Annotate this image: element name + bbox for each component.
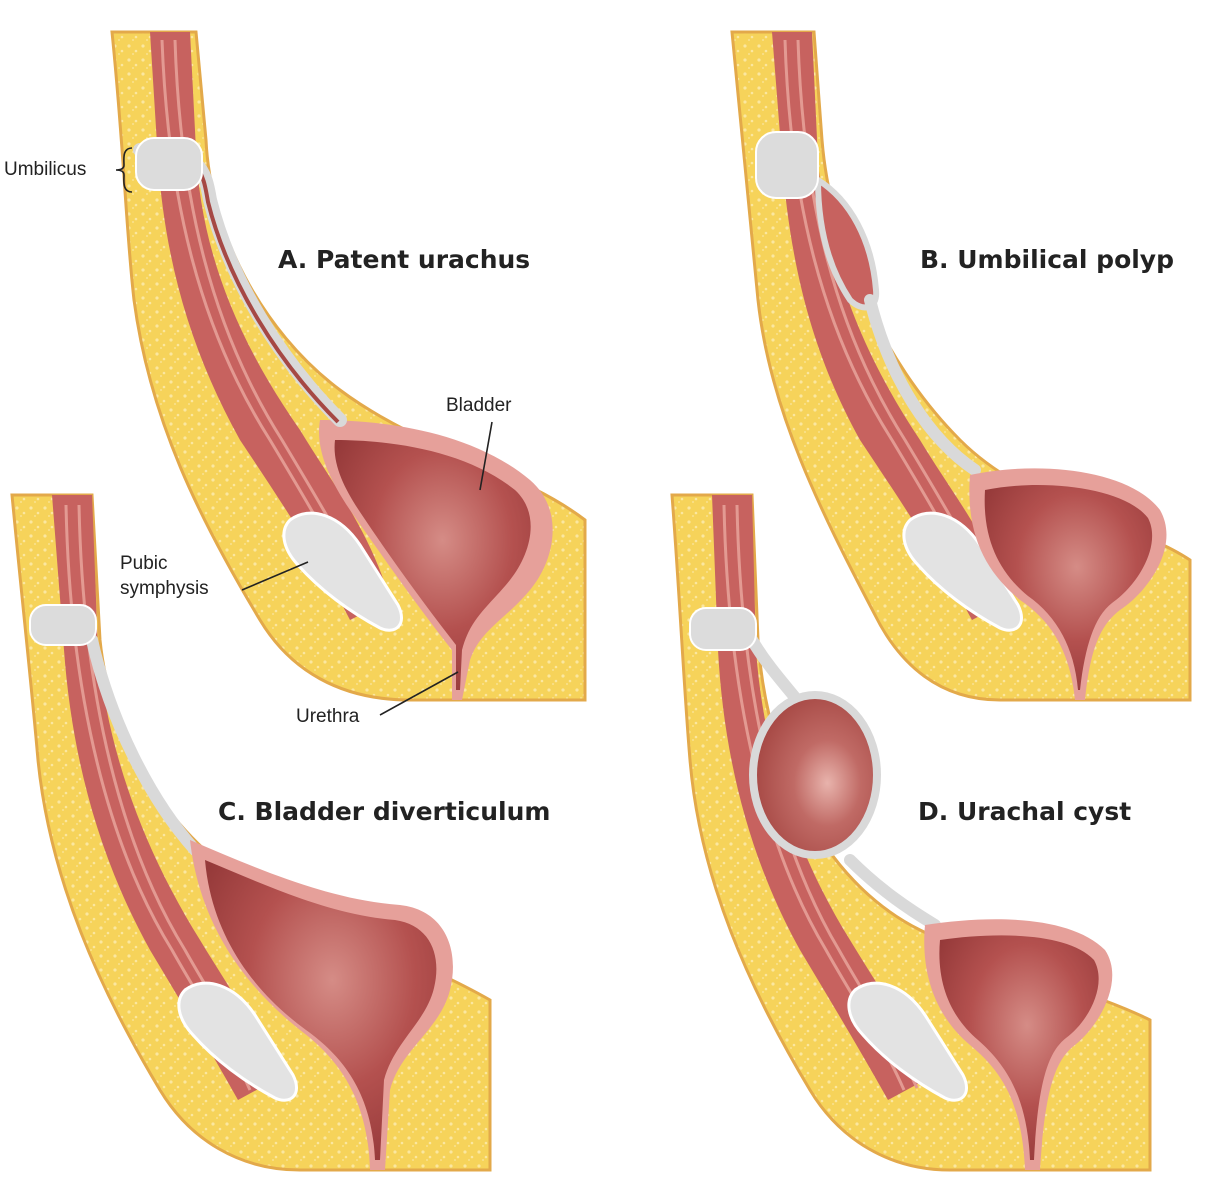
panel-c-bladder-lumen: [205, 860, 437, 1160]
panel-b-illustration: [730, 30, 1192, 702]
panel-b-urachal-remnant: [864, 294, 981, 476]
panel-d-urachal-cyst: [749, 691, 881, 859]
panel-b-pubic-symphysis: [902, 511, 1024, 632]
panel-d-urachal-remnant-lower: [844, 854, 941, 931]
umbilicus-label: Umbilicus: [4, 159, 86, 180]
panel-a-pubic-symphysis: [282, 511, 404, 632]
panel-title-c: C. Bladder diverticulum: [218, 797, 550, 826]
panel-c-umbilicus: [29, 604, 97, 646]
bladder-leader-line: [479, 421, 493, 491]
panel-a-umbilicus: [135, 137, 203, 191]
panel-c-illustration: [10, 493, 492, 1172]
panel-d-illustration: [670, 493, 1152, 1172]
panel-c-urachal-remnant: [86, 634, 201, 856]
panel-title-d: D. Urachal cyst: [918, 797, 1131, 826]
urethra-leader-line: [379, 671, 459, 716]
pubic-symphysis-label-line1: Pubic: [120, 553, 168, 574]
panel-a-bladder-lumen: [334, 440, 531, 690]
panel-a-illustration: [110, 30, 587, 702]
pubic-symphysis-label-line2: symphysis: [120, 578, 209, 599]
bladder-label: Bladder: [446, 395, 512, 416]
urethra-label: Urethra: [296, 706, 360, 727]
panel-d-bladder-lumen: [939, 935, 1099, 1160]
panel-title-a: A. Patent urachus: [278, 245, 530, 274]
umbilicus-brace: [115, 147, 133, 193]
panel-d-pubic-symphysis: [847, 981, 969, 1102]
panel-title-b: B. Umbilical polyp: [920, 245, 1174, 274]
panel-b-umbilicus: [755, 131, 819, 199]
panel-c-pubic-symphysis: [177, 981, 299, 1102]
panel-b-bladder-lumen: [984, 485, 1153, 690]
pubic-symphysis-leader-line: [241, 561, 309, 591]
panel-d-umbilicus: [689, 607, 757, 651]
